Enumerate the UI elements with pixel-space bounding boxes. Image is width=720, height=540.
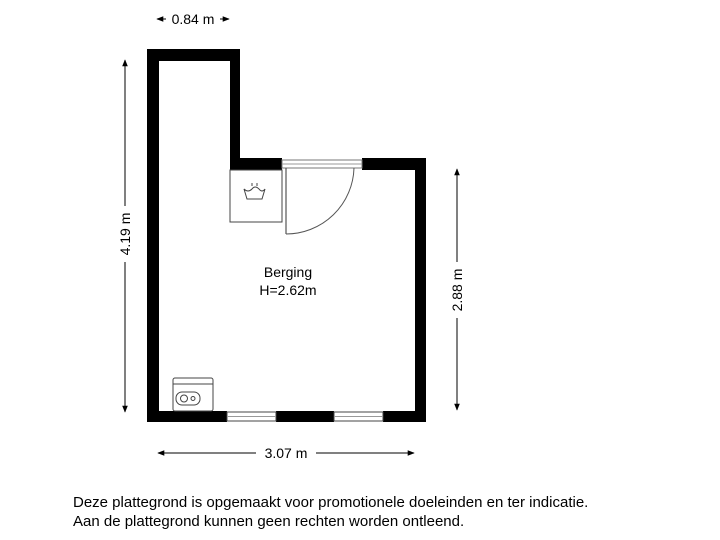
wall-mid-right xyxy=(362,158,426,170)
dimension-bottom-label: 3.07 m xyxy=(265,445,308,461)
wall-top xyxy=(147,49,240,61)
disclaimer-line-2: Aan de plattegrond kunnen geen rechten w… xyxy=(73,513,465,530)
dimension-top: 0.84 m xyxy=(156,10,230,28)
boiler-icon xyxy=(172,377,214,412)
window-right xyxy=(333,411,384,422)
wall-bottom-right xyxy=(383,411,426,422)
wall-right xyxy=(415,158,426,422)
door xyxy=(281,159,363,235)
floor-plan: Berging H=2.62m 0.84 m 4.19 m 2.88 m 3.0… xyxy=(116,10,466,462)
wall-bottom-left xyxy=(147,411,227,422)
dimension-right: 2.88 m xyxy=(448,168,466,411)
door-swing-arc xyxy=(285,167,355,235)
wall-left xyxy=(147,49,159,422)
dimension-top-label: 0.84 m xyxy=(172,11,215,27)
wall-bottom-mid xyxy=(276,411,334,422)
walls xyxy=(147,49,426,422)
room-name: Berging xyxy=(264,264,312,280)
disclaimer: Deze plattegrond is opgemaakt voor promo… xyxy=(73,493,713,531)
room-height: H=2.62m xyxy=(259,282,316,298)
windows xyxy=(226,411,384,422)
wall-mid-left xyxy=(230,158,282,170)
dimension-left: 4.19 m xyxy=(116,59,134,413)
wall-inner-vertical xyxy=(230,49,240,170)
washing-machine-icon xyxy=(229,169,283,223)
disclaimer-line-1: Deze plattegrond is opgemaakt voor promo… xyxy=(73,494,589,511)
window-left xyxy=(226,411,277,422)
dimension-right-label: 2.88 m xyxy=(449,269,465,312)
dimension-bottom: 3.07 m xyxy=(157,444,415,462)
dimension-left-label: 4.19 m xyxy=(117,213,133,256)
